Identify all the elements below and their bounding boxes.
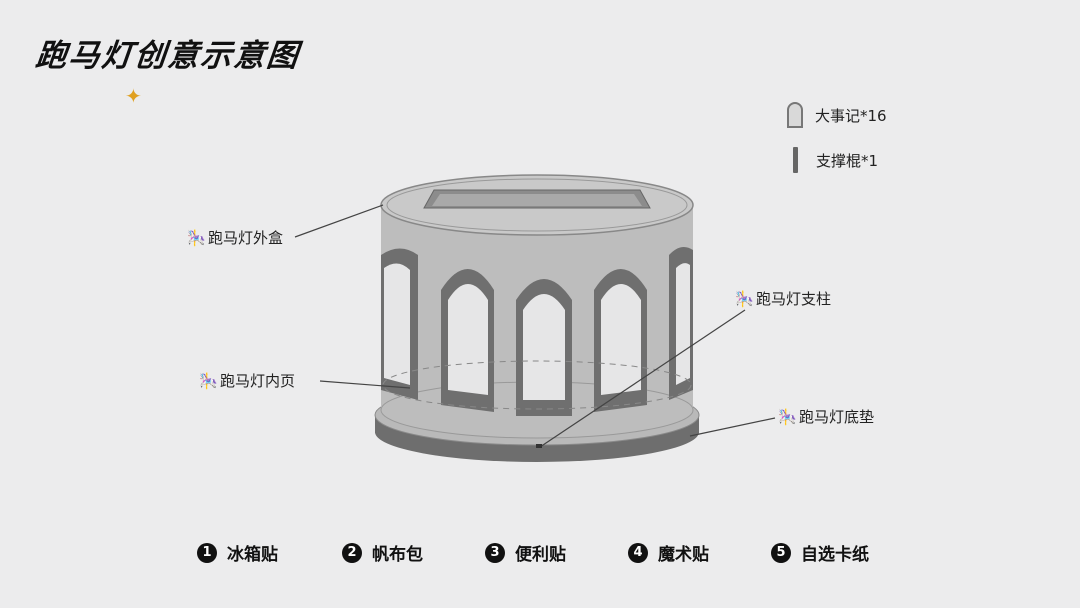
- callout-outer-box: 🎠 跑马灯外盒: [187, 228, 284, 248]
- materials-list: 1 冰箱贴 2 帆布包 3 便利贴 4 魔术贴 5 自选卡纸: [195, 540, 895, 570]
- sparkle-icon: ✦: [125, 84, 142, 108]
- callout-inner-page: 🎠 跑马灯内页: [199, 371, 296, 391]
- carousel-horse-icon: 🎠: [187, 228, 206, 247]
- material-item: 3 便利贴: [485, 540, 566, 565]
- legend-item-arch: 大事记*16: [787, 102, 887, 128]
- material-item: 2 帆布包: [342, 540, 423, 565]
- callout-base-pad: 🎠 跑马灯底垫: [778, 407, 875, 427]
- material-item: 4 魔术贴: [628, 540, 709, 565]
- legend-label: 支撑棍*1: [816, 151, 879, 170]
- material-item: 1 冰箱贴: [197, 540, 278, 565]
- support-rod-icon: [793, 147, 798, 173]
- callout-pillar: 🎠 跑马灯支柱: [735, 289, 832, 309]
- carousel-horse-icon: 🎠: [199, 371, 218, 390]
- carousel-horse-icon: 🎠: [778, 407, 797, 426]
- material-item: 5 自选卡纸: [771, 540, 869, 565]
- carousel-horse-icon: 🎠: [735, 289, 754, 308]
- arch-panel-icon: [787, 102, 803, 128]
- legend-label: 大事记*16: [815, 106, 887, 125]
- legend-item-rod: 支撑棍*1: [787, 147, 878, 173]
